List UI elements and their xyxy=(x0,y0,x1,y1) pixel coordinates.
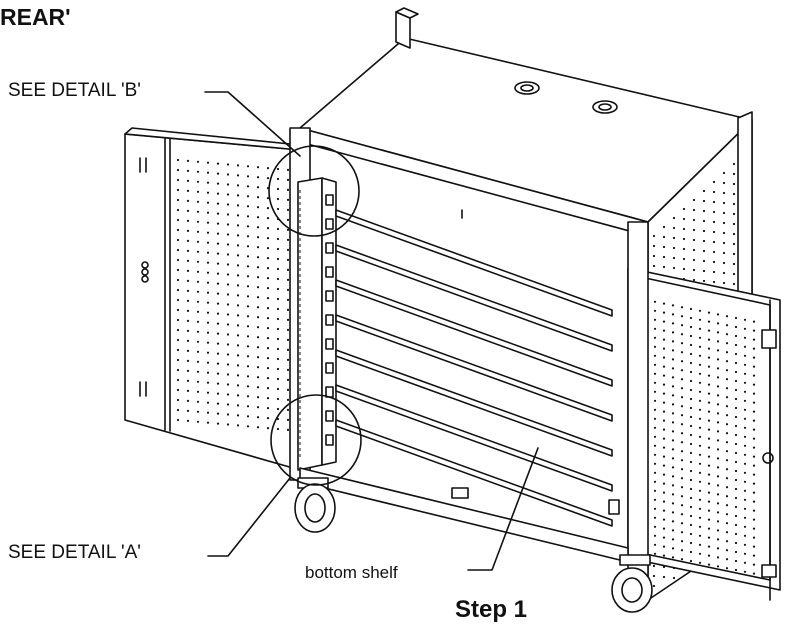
bottom-shelf-leader xyxy=(467,447,539,571)
view-title: REAR' xyxy=(0,4,71,30)
post-slot xyxy=(325,194,334,206)
detail-a-circle xyxy=(270,394,362,486)
shelves xyxy=(335,209,613,527)
left-door xyxy=(124,127,301,471)
shelf xyxy=(335,244,613,352)
shelf xyxy=(335,384,613,492)
front-right-caster xyxy=(611,554,653,613)
post-slot xyxy=(325,290,334,302)
shelf xyxy=(335,419,613,527)
left-front-post xyxy=(289,127,337,481)
post-slot xyxy=(325,266,334,278)
step-label: Step 1 xyxy=(455,596,528,623)
post-slot xyxy=(325,434,334,446)
right-door xyxy=(627,267,781,601)
shelf xyxy=(335,279,613,387)
post-slot xyxy=(325,386,334,398)
detail-b-circle xyxy=(268,145,360,237)
post-slot xyxy=(325,242,334,254)
post-slot xyxy=(325,338,334,350)
detail-b-callout: SEE DETAIL 'B' xyxy=(8,80,141,101)
bottom-shelf-label: bottom shelf xyxy=(305,563,398,582)
post-slot xyxy=(325,314,334,326)
shelf xyxy=(335,209,613,317)
post-slot xyxy=(325,410,334,422)
detail-a-leader xyxy=(207,477,291,557)
detail-a-callout: SEE DETAIL 'A' xyxy=(8,542,141,563)
shelf xyxy=(335,349,613,457)
shelf xyxy=(335,314,613,422)
detail-b-leader xyxy=(204,91,301,157)
post-slot xyxy=(325,218,334,230)
right-front-post xyxy=(608,221,649,601)
post-slot xyxy=(325,362,334,374)
cart-top xyxy=(299,7,753,237)
